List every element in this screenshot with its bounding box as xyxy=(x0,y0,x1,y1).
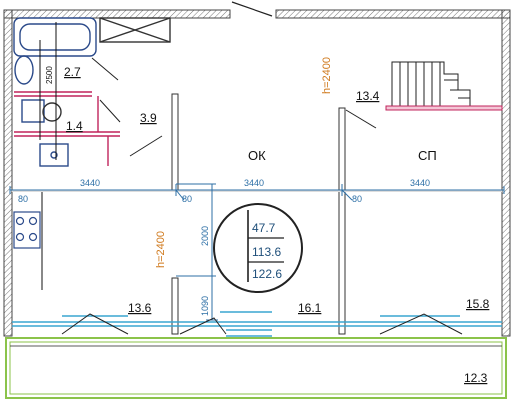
room-sp-area: 15.8 xyxy=(466,297,490,311)
room-sp-label: СП xyxy=(418,148,437,163)
interior-walls xyxy=(12,93,502,335)
room-ok-label: ОК xyxy=(248,148,266,163)
area-summary-badge: 47.7 113.6 122.6 xyxy=(213,203,303,293)
exterior-walls xyxy=(3,9,511,337)
total-with-balcony-value: 122.6 xyxy=(252,267,282,281)
bath-area: 2.7 xyxy=(64,65,81,79)
staircase xyxy=(345,61,503,129)
stove-icon xyxy=(13,192,43,290)
total-area-value: 113.6 xyxy=(252,245,281,259)
ceiling-height-top: h=2400 xyxy=(321,57,333,94)
dimension-2500: 2500 xyxy=(45,66,54,84)
hall-area: 3.9 xyxy=(140,111,157,125)
offset-left: 80 xyxy=(18,194,28,204)
width-dimension-2: 3440 xyxy=(244,178,264,188)
balcony xyxy=(5,337,507,399)
windows xyxy=(12,311,502,337)
balcony-area: 12.3 xyxy=(464,371,488,385)
offset-mid: 80 xyxy=(182,194,192,204)
room-stairs-area: 13.4 xyxy=(356,89,380,103)
height-dimension-1090: 1090 xyxy=(200,296,210,316)
height-dimension-2000: 2000 xyxy=(200,226,210,246)
bathroom-fixtures xyxy=(13,17,171,167)
entrance-door xyxy=(231,1,273,17)
width-dimension-1: 3440 xyxy=(80,178,100,188)
offset-right: 80 xyxy=(352,194,362,204)
living-area-value: 47.7 xyxy=(252,221,276,235)
dimension-lines xyxy=(9,40,505,321)
wc-area: 1.4 xyxy=(66,119,83,133)
kitchen-area: 13.6 xyxy=(128,301,152,315)
width-dimension-3: 3440 xyxy=(410,178,430,188)
ceiling-height-left: h=2400 xyxy=(155,231,167,268)
room-ok-area: 16.1 xyxy=(298,301,322,315)
